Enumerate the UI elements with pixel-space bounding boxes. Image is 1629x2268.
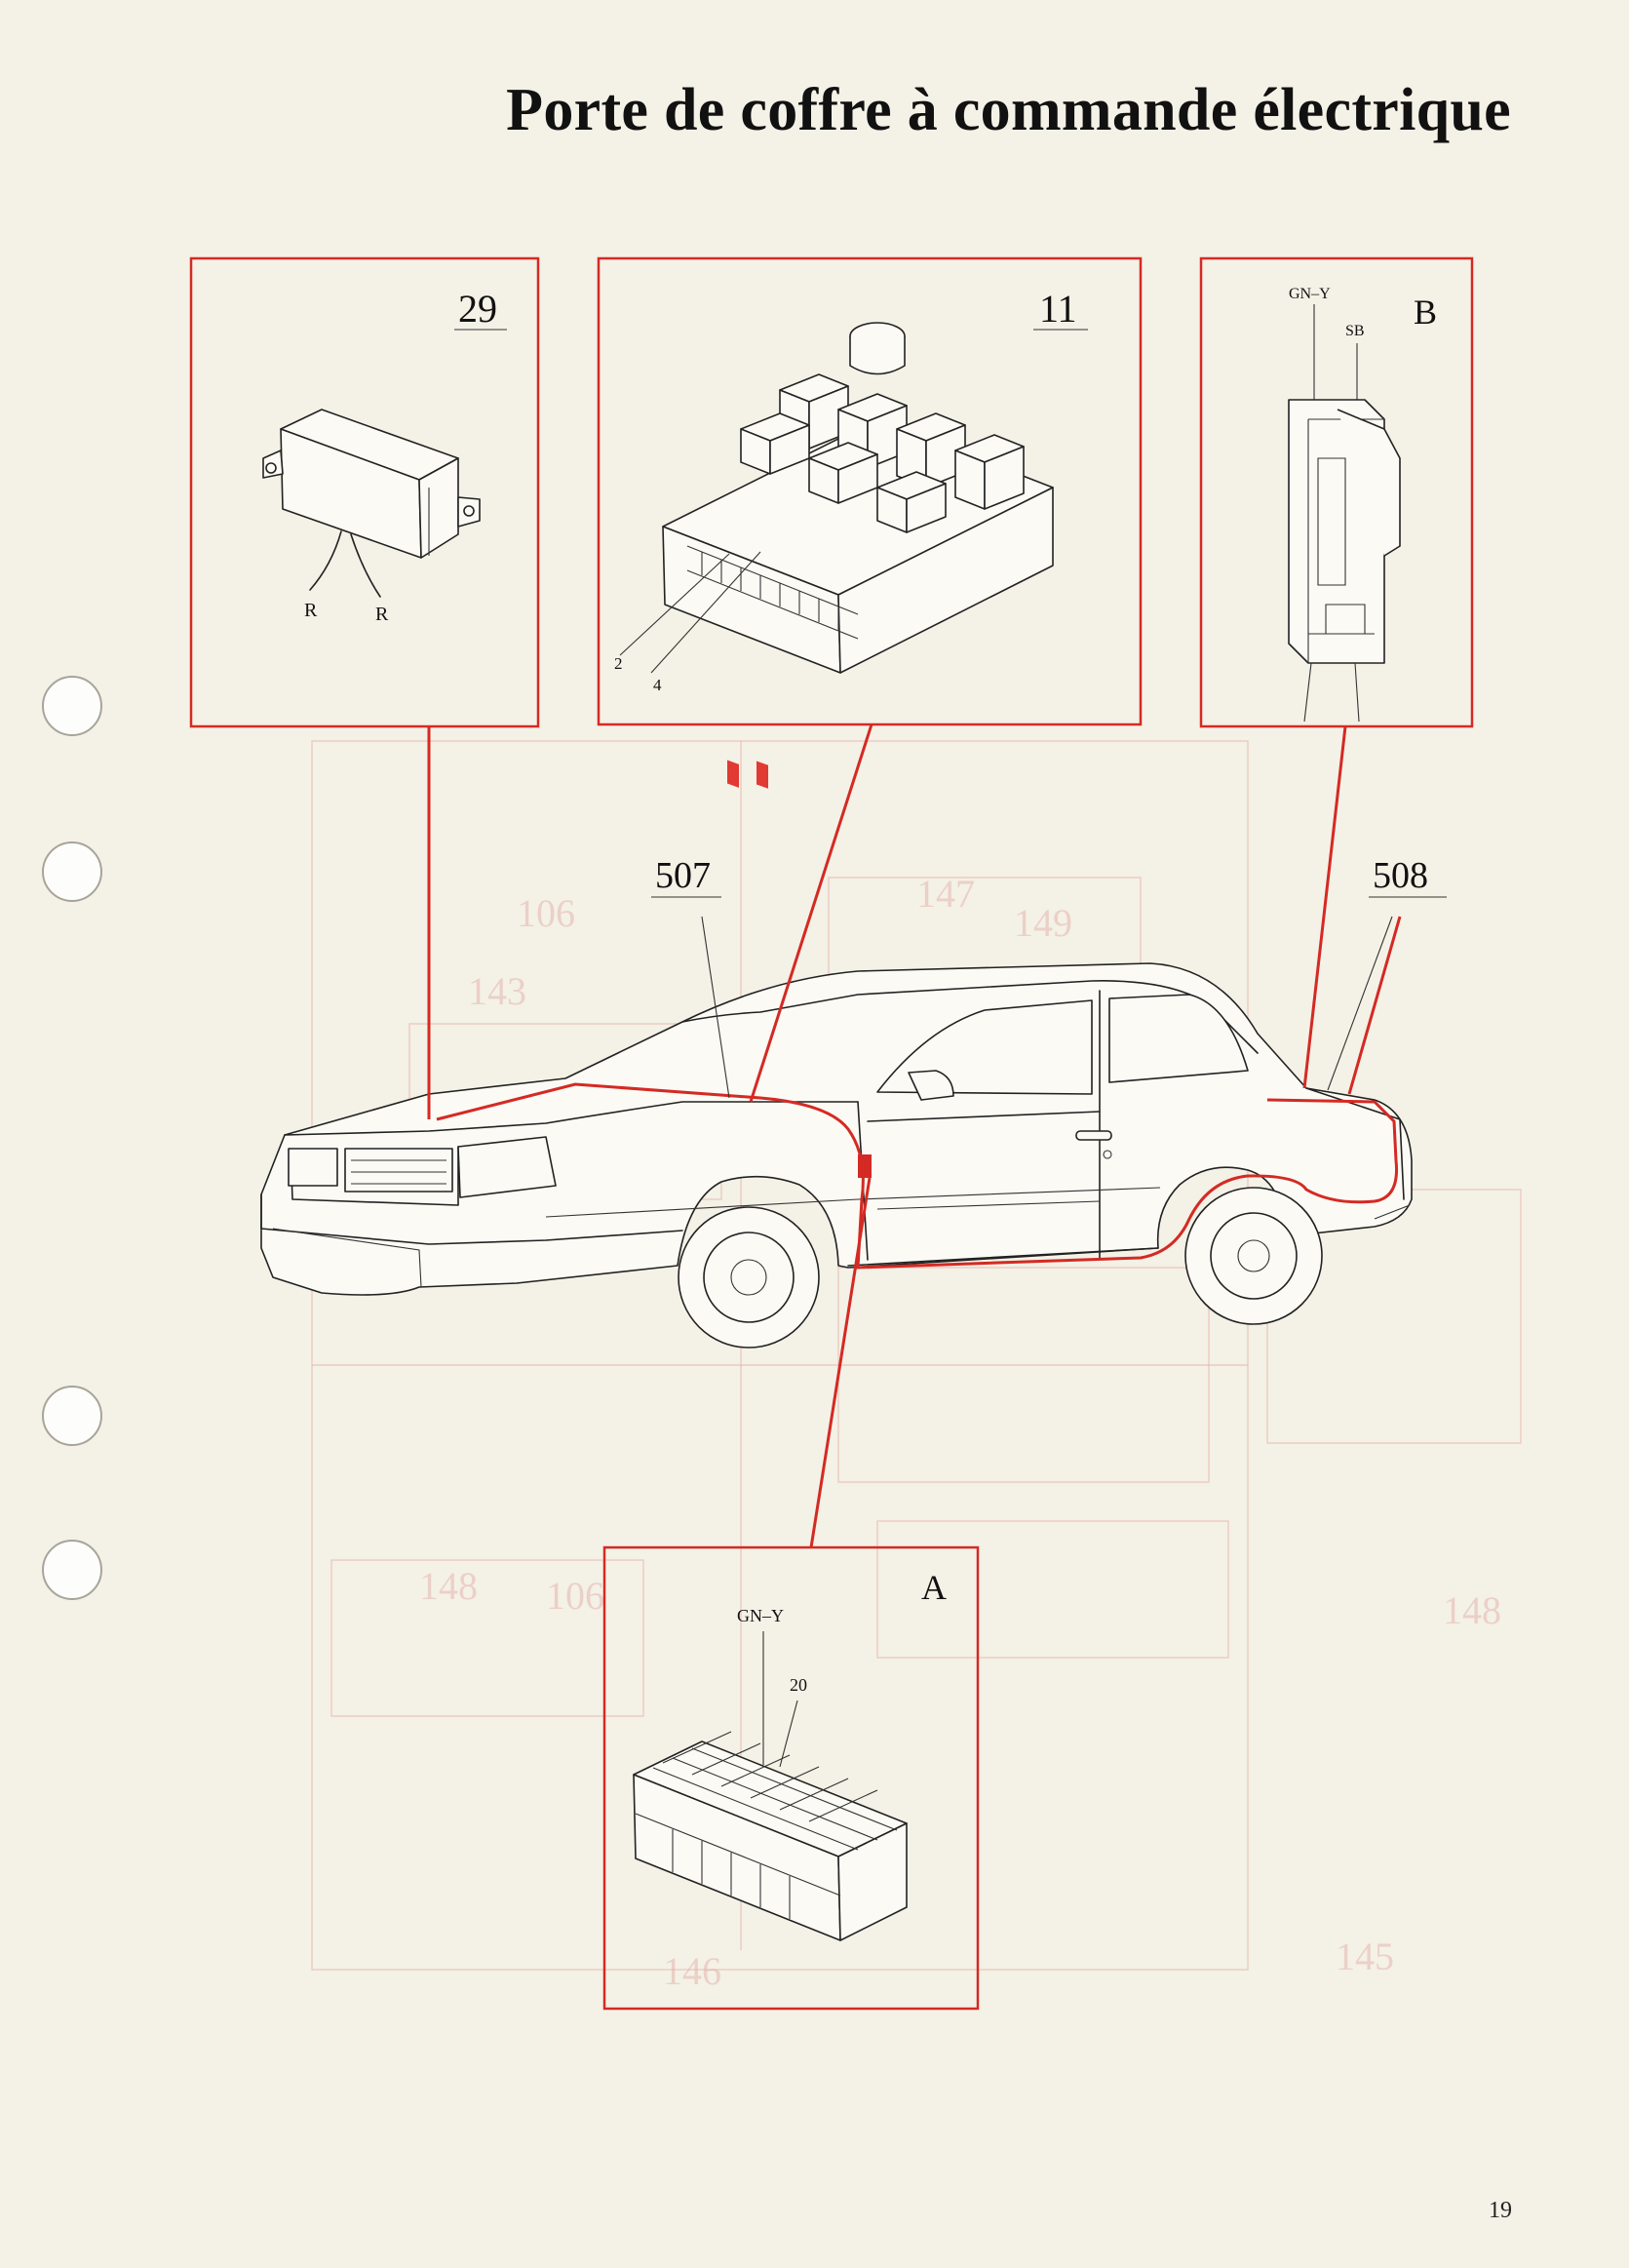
pin-2-leader bbox=[619, 553, 730, 656]
pin-20-label: 20 bbox=[790, 1675, 807, 1695]
harness-label-508: 508 bbox=[1373, 855, 1428, 896]
leader-507 bbox=[701, 916, 730, 1099]
callout-29-frame bbox=[189, 256, 540, 728]
headlight-right bbox=[457, 1136, 557, 1198]
callout-29: 29 R R bbox=[189, 256, 540, 728]
wire-SB-label-B: SB bbox=[1345, 323, 1365, 339]
highlighted-fuse-2 bbox=[727, 760, 739, 788]
wire-R-left: R bbox=[304, 600, 318, 621]
relay-fuse-block-11 bbox=[662, 322, 1054, 789]
connector-A-marker bbox=[858, 1154, 872, 1178]
bleed-through-background: 149 106 106 148 148 146 145 143 147 bbox=[311, 740, 1522, 1993]
callout-11-number: 11 bbox=[1039, 287, 1077, 331]
door-handle bbox=[1075, 1130, 1112, 1141]
pin-4-leader bbox=[650, 551, 761, 674]
svg-text:149: 149 bbox=[1014, 901, 1072, 945]
wire-GN-Y-label-A: GN–Y bbox=[737, 1606, 784, 1625]
connector-A bbox=[633, 1731, 908, 1941]
callout-29-number: 29 bbox=[458, 287, 497, 331]
front-wheel bbox=[678, 1206, 820, 1349]
page-title: Porte de coffre à commande électrique bbox=[506, 77, 1511, 143]
callout-A-frame bbox=[602, 1545, 980, 2011]
harness-label-507: 507 bbox=[655, 855, 711, 896]
callout-11-frame bbox=[597, 256, 1143, 726]
connector-B bbox=[1288, 399, 1401, 664]
callout-A: A GN–Y 20 bbox=[602, 1545, 980, 2011]
callout-B-letter: B bbox=[1414, 293, 1437, 332]
callout-B-frame bbox=[1199, 256, 1474, 728]
leader-508-red bbox=[1347, 916, 1402, 1095]
harness-507 bbox=[436, 1082, 1399, 1270]
pin-2-label: 2 bbox=[614, 654, 623, 673]
svg-text:145: 145 bbox=[1336, 1935, 1394, 1978]
svg-text:148: 148 bbox=[1443, 1588, 1501, 1632]
svg-text:148: 148 bbox=[419, 1564, 478, 1608]
headlight-left bbox=[288, 1148, 338, 1187]
callout-B: B GN–Y SB bbox=[1199, 256, 1474, 728]
callout-11: 11 bbox=[597, 256, 1143, 789]
wiring-harness bbox=[427, 723, 1402, 1548]
control-module-29 bbox=[262, 409, 481, 598]
grille bbox=[344, 1148, 453, 1193]
callout-A-letter: A bbox=[921, 1568, 947, 1607]
svg-text:106: 106 bbox=[517, 891, 575, 935]
leader-508 bbox=[1327, 916, 1393, 1091]
svg-text:143: 143 bbox=[468, 969, 526, 1013]
rear-wheel bbox=[1184, 1187, 1323, 1325]
leader-B bbox=[1302, 725, 1347, 1089]
car-illustration bbox=[260, 962, 1413, 1349]
highlighted-fuse-4 bbox=[756, 761, 768, 789]
page-number: 19 bbox=[1489, 2198, 1512, 2223]
svg-text:146: 146 bbox=[663, 1949, 721, 1993]
leader-A bbox=[809, 1177, 872, 1548]
wire-R-right: R bbox=[375, 604, 389, 625]
leader-11 bbox=[749, 723, 873, 1103]
wire-GN-Y-label-B: GN–Y bbox=[1289, 286, 1331, 302]
svg-text:147: 147 bbox=[916, 872, 975, 916]
pin-4-label: 4 bbox=[653, 676, 662, 694]
svg-text:106: 106 bbox=[546, 1574, 604, 1618]
binder-holes bbox=[42, 676, 102, 1600]
